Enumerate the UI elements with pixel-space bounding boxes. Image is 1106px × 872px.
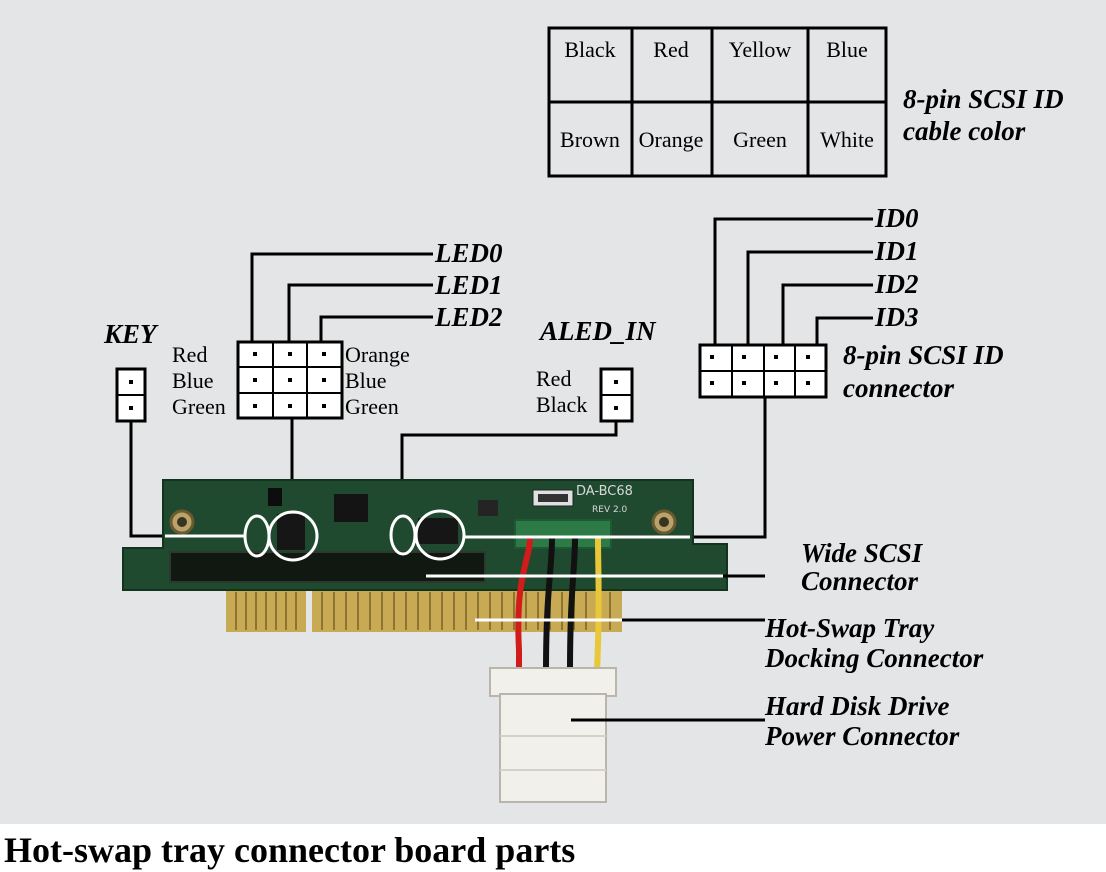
id0-label: ID0 [874,203,919,233]
cable-color-cell: Red [653,37,688,62]
aled-in-header [601,369,632,421]
wide-scsi-connector-label: Wide SCSI [801,538,924,568]
id2-label: ID2 [874,269,919,299]
led-wire-color-right: Blue [345,368,387,393]
led2-label: LED2 [434,302,503,332]
cable-color-cell: Yellow [729,37,792,62]
scsi-id-connector-label: connector [843,373,954,403]
led-wire-color-left: Green [172,394,226,419]
led-wire-color-right: Orange [345,342,410,367]
id3-label: ID3 [874,302,919,332]
led-header [238,342,342,418]
key-label: KEY [103,319,159,349]
id1-label: ID1 [874,236,919,266]
wide-scsi-connector-label: Connector [801,566,919,596]
aled-in-label: ALED_IN [538,316,657,346]
led-wire-color-right: Green [345,394,399,419]
led1-label: LED1 [434,270,503,300]
cable-color-label: cable color [903,116,1026,146]
cable-color-label: 8-pin SCSI ID [903,84,1064,114]
led-wire-color-left: Blue [172,368,214,393]
scsi-id-header [700,345,826,397]
cable-color-cell: Brown [560,127,620,152]
cable-color-cell: Green [733,127,787,152]
cable-color-cell: Orange [639,127,704,152]
cable-color-cell: Blue [826,37,868,62]
board-revision-silkscreen: REV 2.0 [592,505,628,515]
docking-connector-label: Hot-Swap Tray [764,613,935,643]
docking-connector-label: Docking Connector [764,643,984,673]
cable-color-cell: Black [564,37,615,62]
power-connector-label: Power Connector [764,721,960,751]
scsi-id-connector-label: 8-pin SCSI ID [843,340,1004,370]
board-model-silkscreen: DA-BC68 [576,484,633,499]
led0-label: LED0 [434,238,503,268]
led-wire-color-left: Red [172,342,207,367]
cable-color-cell: White [820,127,874,152]
power-connector-label: Hard Disk Drive [764,691,950,721]
aled-wire-color: Red [536,366,571,391]
key-header [117,369,145,421]
figure-caption: Hot-swap tray connector board parts [4,828,575,872]
aled-wire-color: Black [536,392,587,417]
